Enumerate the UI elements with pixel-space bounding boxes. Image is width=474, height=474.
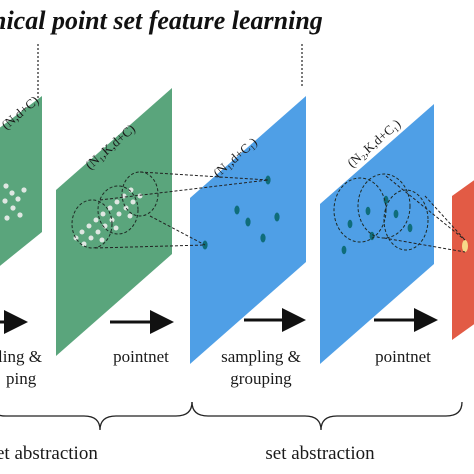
projection-lines-2-3 [94,171,269,249]
step-1-label-line-1: ling & [0,347,42,366]
feature-panel-1 [0,96,42,266]
projection-lines-4-5 [383,175,466,253]
group-brace-2 [191,401,463,431]
step-3-label-line-2: grouping [230,369,292,388]
feature-panel-2 [56,88,172,356]
panel-2-group-circles [71,171,159,249]
group-1-label: et abstraction [0,443,98,464]
step-3-label-line-1: sampling & [221,347,301,366]
panel-3-centroids [202,175,280,250]
panel-1-points [2,183,27,221]
step-4-label: pointnet [375,347,431,366]
feature-panel-5 [452,180,474,340]
step-1-label-line-2: ping [6,369,37,388]
step-2-label: pointnet [113,347,169,366]
feature-panel-3 [190,96,306,364]
group-brace-1 [0,401,193,431]
diagram-title: hical point set feature learning [0,6,323,35]
panel-5-highlight-point [462,240,468,252]
group-2-label: set abstraction [265,443,375,464]
